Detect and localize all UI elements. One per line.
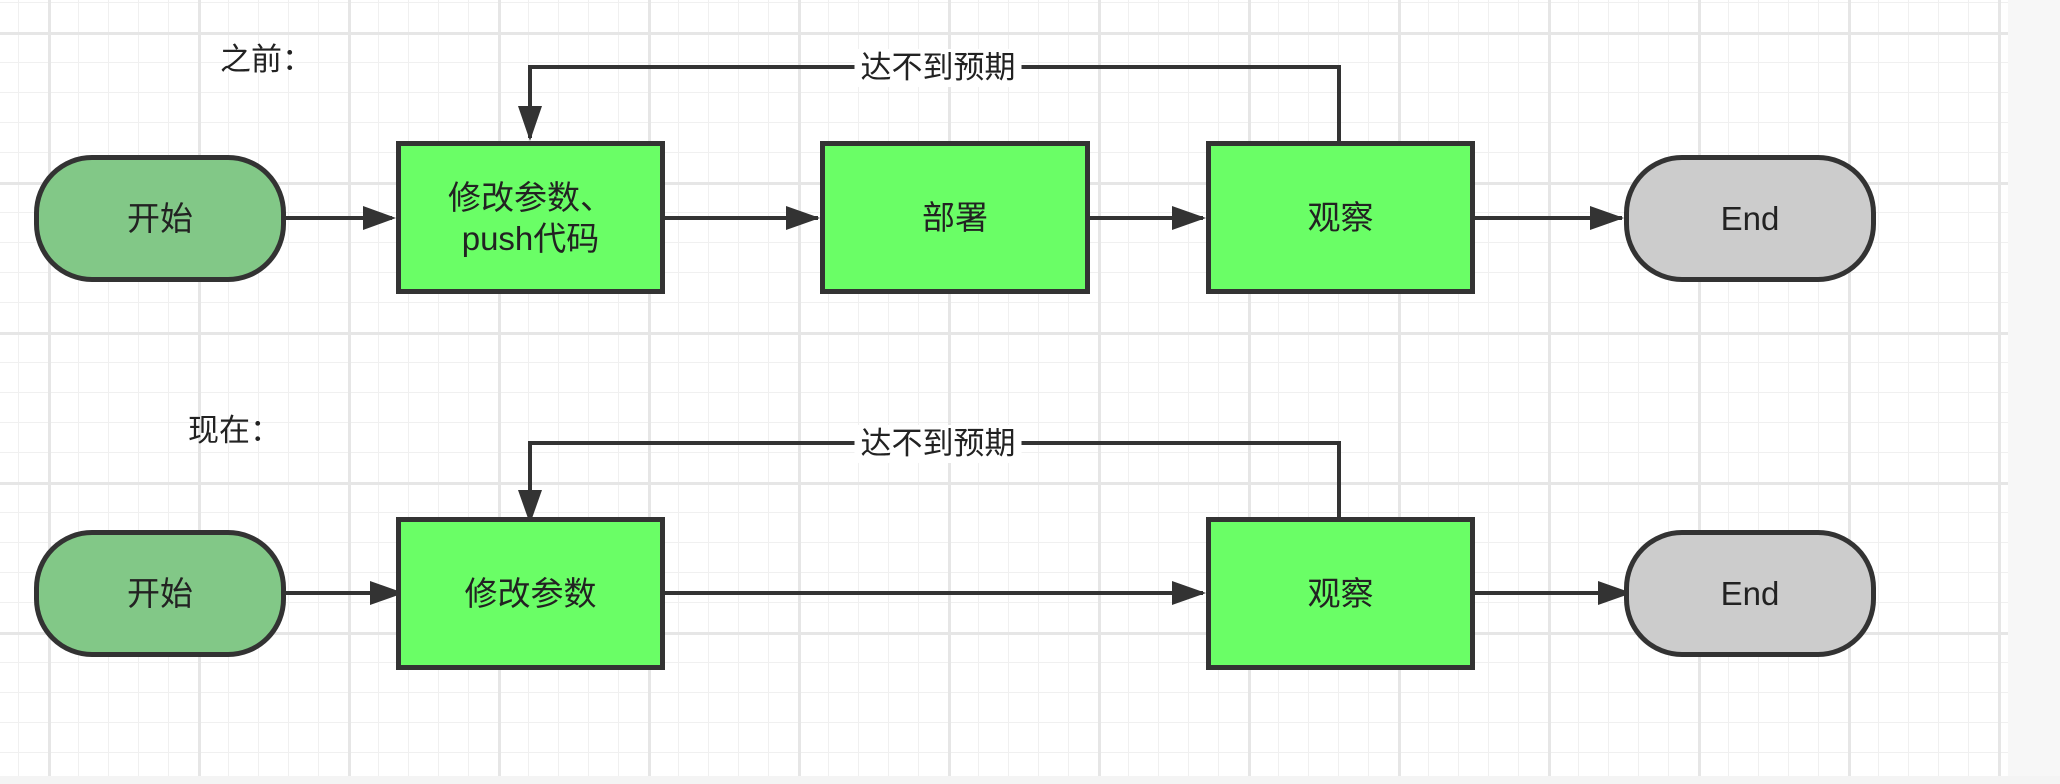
node-before-end[interactable]: End [1624,155,1876,282]
node-after-start[interactable]: 开始 [34,530,286,657]
node-before-start[interactable]: 开始 [34,155,286,282]
node-label: 修改参数 [464,575,597,612]
section-title-after: 现在： [188,413,281,448]
arrowhead [518,490,542,524]
node-after-modify[interactable]: 修改参数 [396,517,665,670]
canvas-edge [0,776,2060,784]
node-before-modify[interactable]: 修改参数、 push代码 [396,141,665,294]
arrowhead [518,106,542,141]
arrowhead [1172,581,1206,605]
node-label: 观察 [1307,575,1374,612]
arrowhead [786,206,820,230]
section-title-before: 之前： [220,42,313,77]
node-before-deploy[interactable]: 部署 [820,141,1090,294]
edge-label-before-loop: 达不到预期 [854,49,1022,87]
node-label: End [1720,200,1780,237]
node-after-end[interactable]: End [1624,530,1876,657]
arrowhead [363,206,396,230]
node-label: 部署 [922,199,988,236]
canvas-edge [2008,0,2060,784]
edge-label-after-loop: 达不到预期 [854,425,1022,463]
arrowhead [1598,581,1632,605]
node-label: 观察 [1307,199,1374,236]
arrowhead [370,581,404,605]
arrowhead [1590,206,1624,230]
node-label: End [1720,575,1780,612]
node-label: 开始 [127,200,193,237]
node-before-observe[interactable]: 观察 [1206,141,1475,294]
arrowhead [1172,206,1206,230]
node-after-observe[interactable]: 观察 [1206,517,1475,670]
node-label: 修改参数、 push代码 [448,178,613,257]
node-label: 开始 [127,575,193,612]
